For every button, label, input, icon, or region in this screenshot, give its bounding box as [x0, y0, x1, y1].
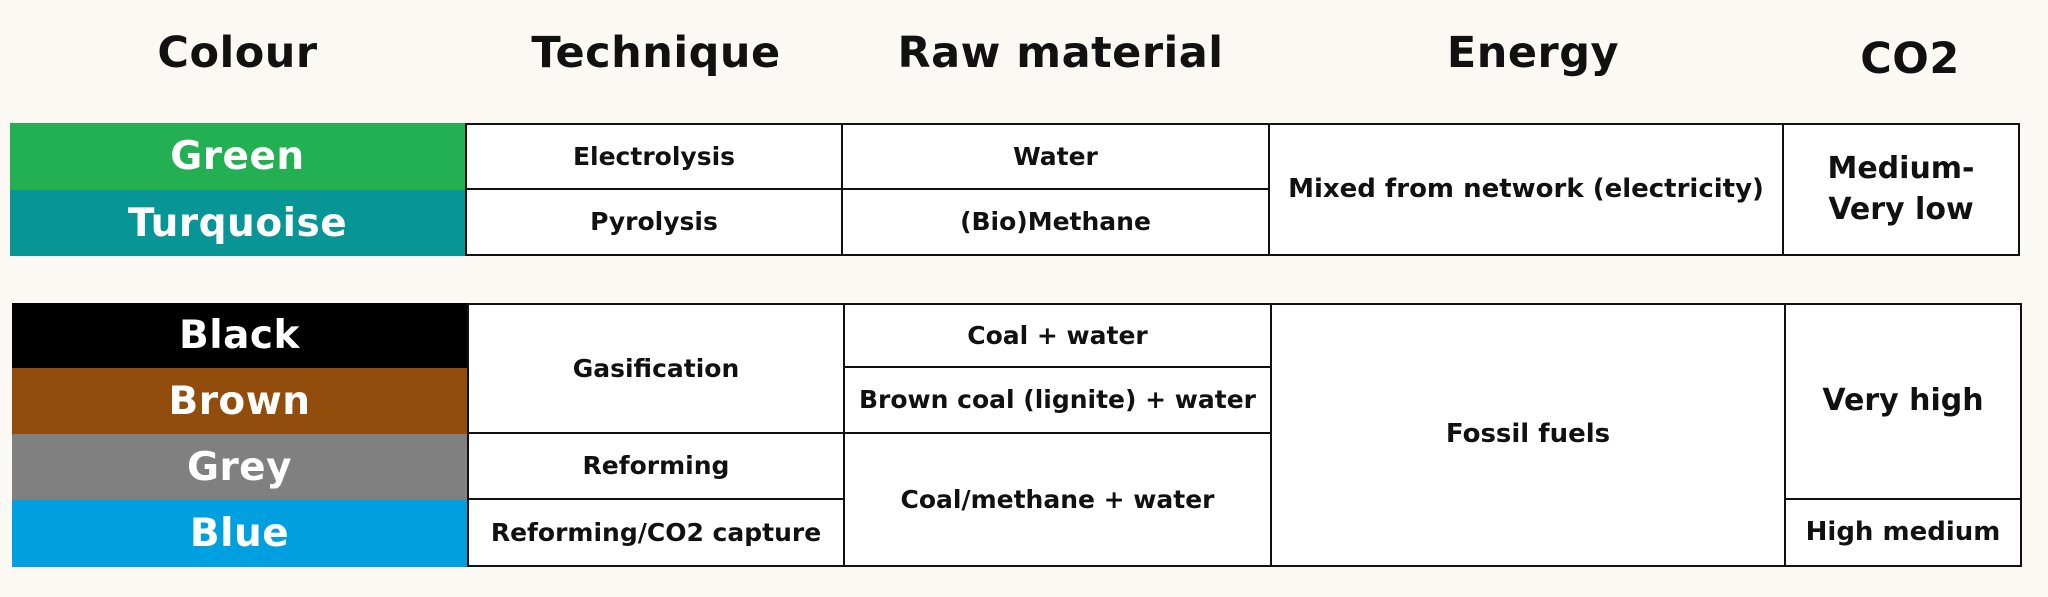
table-group-electricity: Green Turquoise Electrolysis Pyrolysis W… [10, 123, 2028, 256]
table-group-fossil: Black Brown Grey Blue Gasification Refor… [12, 303, 2030, 567]
technique-reforming-co2-capture: Reforming/CO2 capture [467, 498, 845, 567]
colour-grey: Grey [12, 434, 467, 500]
energy-electricity: Mixed from network (electricity) [1268, 123, 1784, 256]
raw-material-coal-water: Coal + water [843, 303, 1272, 368]
co2-very-high: Very high [1784, 303, 2022, 500]
co2-medium-very-low: Medium- Very low [1782, 123, 2020, 256]
raw-material-lignite-water: Brown coal (lignite) + water [843, 366, 1272, 434]
header-energy: Energy [1446, 28, 1620, 78]
energy-fossil-fuels: Fossil fuels [1270, 303, 1786, 567]
colour-turquoise: Turquoise [10, 190, 465, 256]
header-raw-material: Raw material [897, 28, 1224, 78]
technique-electrolysis: Electrolysis [465, 123, 843, 190]
technique-pyrolysis: Pyrolysis [465, 188, 843, 256]
raw-material-water: Water [841, 123, 1270, 190]
header-co2: CO2 [1860, 34, 1960, 84]
header-technique: Technique [531, 28, 781, 78]
colour-black: Black [12, 303, 467, 368]
technique-reforming: Reforming [467, 432, 845, 500]
colour-brown: Brown [12, 368, 467, 434]
raw-material-bio-methane: (Bio)Methane [841, 188, 1270, 256]
header-colour: Colour [157, 28, 318, 78]
co2-high-medium: High medium [1784, 498, 2022, 567]
colour-blue: Blue [12, 500, 467, 567]
technique-gasification: Gasification [467, 303, 845, 434]
colour-green: Green [10, 123, 465, 190]
raw-material-coal-methane-water: Coal/methane + water [843, 432, 1272, 567]
